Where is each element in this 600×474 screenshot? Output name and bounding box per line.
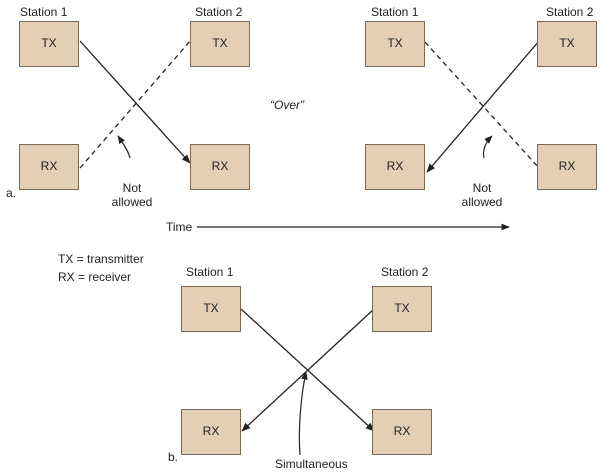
- not-allowed-line-1: Not: [472, 181, 492, 195]
- b-solid-station2-tx-to-station1-rx: [241, 308, 375, 432]
- b-station-1-label: Station 1: [186, 265, 234, 279]
- rx-label: RX: [202, 424, 220, 438]
- a-left-not-allowed-pointer: [117, 135, 131, 159]
- a-left-station-1-label: Station 1: [20, 5, 68, 19]
- tx-label: TX: [394, 301, 410, 315]
- b-station-2-label: Station 2: [381, 265, 429, 279]
- not-allowed-line-2: allowed: [111, 195, 153, 209]
- tx-label: TX: [41, 36, 57, 50]
- panel-b-label: b.: [168, 450, 179, 464]
- a-left-not-allowed-label: Not allowed: [110, 181, 154, 209]
- legend-tx: TX = transmitter: [58, 252, 144, 266]
- rx-label: RX: [211, 159, 229, 173]
- a-right-not-allowed-label: Not allowed: [460, 181, 504, 209]
- a-left-station-2-label: Station 2: [195, 5, 243, 19]
- time-label: Time: [166, 220, 193, 234]
- a-left-station-1-tx-box: TX: [19, 21, 79, 67]
- tx-label: TX: [203, 301, 219, 315]
- a-right-station-1-label: Station 1: [371, 5, 419, 19]
- a-left-station-2-tx-box: TX: [190, 21, 250, 67]
- a-left-dashed-not-allowed: [79, 39, 192, 169]
- a-right-station-2-rx-box: RX: [537, 144, 597, 190]
- rx-label: RX: [40, 159, 58, 173]
- not-allowed-line-2: allowed: [461, 195, 503, 209]
- b-simultaneous-pointer: [298, 371, 308, 456]
- a-left-station-2-rx-box: RX: [190, 144, 250, 190]
- a-right-station-1-rx-box: RX: [365, 144, 425, 190]
- simultaneous-label: Simultaneous: [275, 457, 348, 471]
- a-left-solid-tx-to-rx: [79, 40, 191, 164]
- b-station-2-tx-box: TX: [372, 286, 432, 332]
- b-station-1-tx-box: TX: [181, 286, 241, 332]
- b-station-2-rx-box: RX: [372, 409, 432, 455]
- a-right-station-2-label: Station 2: [546, 5, 594, 19]
- over-label: “Over”: [270, 98, 304, 112]
- a-right-dashed-not-allowed: [424, 41, 540, 169]
- a-right-station-1-tx-box: TX: [365, 21, 425, 67]
- a-right-not-allowed-pointer: [482, 135, 493, 159]
- tx-label: TX: [559, 36, 575, 50]
- rx-label: RX: [386, 159, 404, 173]
- a-right-station-2-tx-box: TX: [537, 21, 597, 67]
- a-right-solid-tx-to-rx: [426, 40, 540, 173]
- rx-label: RX: [558, 159, 576, 173]
- tx-label: TX: [387, 36, 403, 50]
- panel-a-label: a.: [6, 186, 17, 200]
- tx-label: TX: [212, 36, 228, 50]
- a-left-station-1-rx-box: RX: [19, 144, 79, 190]
- rx-label: RX: [393, 424, 411, 438]
- b-station-1-rx-box: RX: [181, 409, 241, 455]
- legend-rx: RX = receiver: [58, 270, 132, 284]
- not-allowed-line-1: Not: [122, 181, 142, 195]
